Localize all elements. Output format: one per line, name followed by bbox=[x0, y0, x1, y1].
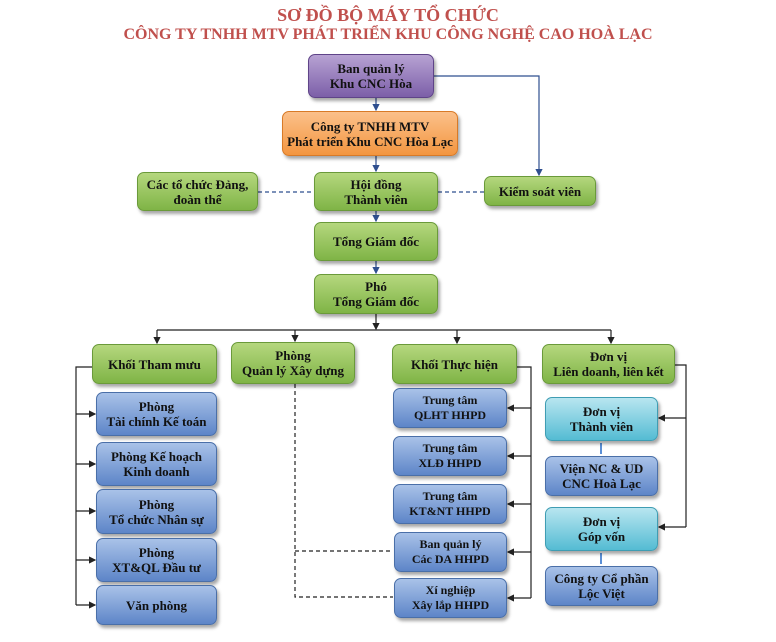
chart-title: SƠ ĐỒ BỘ MÁY TỔ CHỨC bbox=[277, 5, 499, 25]
node-lien-doanh: Đơn vị Liên doanh, liên kết bbox=[542, 344, 675, 384]
node-pho-tong-giam-doc: Phó Tổng Giám đốc bbox=[314, 274, 438, 314]
node-xi-nghiep: Xí nghiệp Xây lắp HHPD bbox=[394, 578, 507, 618]
node-ban-quan-ly: Ban quản lý Khu CNC Hòa bbox=[308, 54, 434, 98]
node-to-chuc-dang: Các tổ chức Đảng, đoàn thể bbox=[137, 172, 258, 211]
node-don-vi-gop-von: Đơn vị Góp vốn bbox=[545, 507, 658, 551]
node-don-vi-thanh-vien: Đơn vị Thành viên bbox=[545, 397, 658, 441]
node-van-phong: Văn phòng bbox=[96, 585, 217, 625]
node-cong-ty: Công ty TNHH MTV Phát triển Khu CNC Hòa … bbox=[282, 111, 458, 156]
node-tt-ktnt: Trung tâm KT&NT HHPD bbox=[393, 484, 507, 524]
node-tt-xld: Trung tâm XLĐ HHPD bbox=[393, 436, 507, 476]
node-vien-nc-ud: Viện NC & UD CNC Hoà Lạc bbox=[545, 456, 658, 496]
node-kiem-soat-vien: Kiểm soát viên bbox=[484, 176, 596, 206]
node-to-chuc-nhan-su: Phòng Tổ chức Nhân sự bbox=[96, 489, 217, 534]
node-hoi-dong: Hội đồng Thành viên bbox=[314, 172, 438, 211]
node-tong-giam-doc: Tổng Giám đốc bbox=[314, 222, 438, 261]
node-tt-qlht: Trung tâm QLHT HHPD bbox=[393, 388, 507, 428]
node-tai-chinh: Phòng Tài chính Kế toán bbox=[96, 392, 217, 436]
node-khoi-tham-muu: Khối Tham mưu bbox=[92, 344, 217, 384]
node-khoi-thuc-hien: Khối Thực hiện bbox=[392, 344, 517, 384]
node-ban-ql-da: Ban quản lý Các DA HHPD bbox=[394, 532, 507, 572]
node-phong-qlxd: Phòng Quản lý Xây dựng bbox=[231, 342, 355, 384]
node-xt-ql-dau-tu: Phòng XT&QL Đầu tư bbox=[96, 538, 217, 582]
node-loc-viet: Công ty Cổ phần Lộc Việt bbox=[545, 566, 658, 606]
node-ke-hoach: Phòng Kế hoạch Kinh doanh bbox=[96, 442, 217, 486]
chart-subtitle: CÔNG TY TNHH MTV PHÁT TRIỂN KHU CÔNG NGH… bbox=[123, 26, 653, 43]
